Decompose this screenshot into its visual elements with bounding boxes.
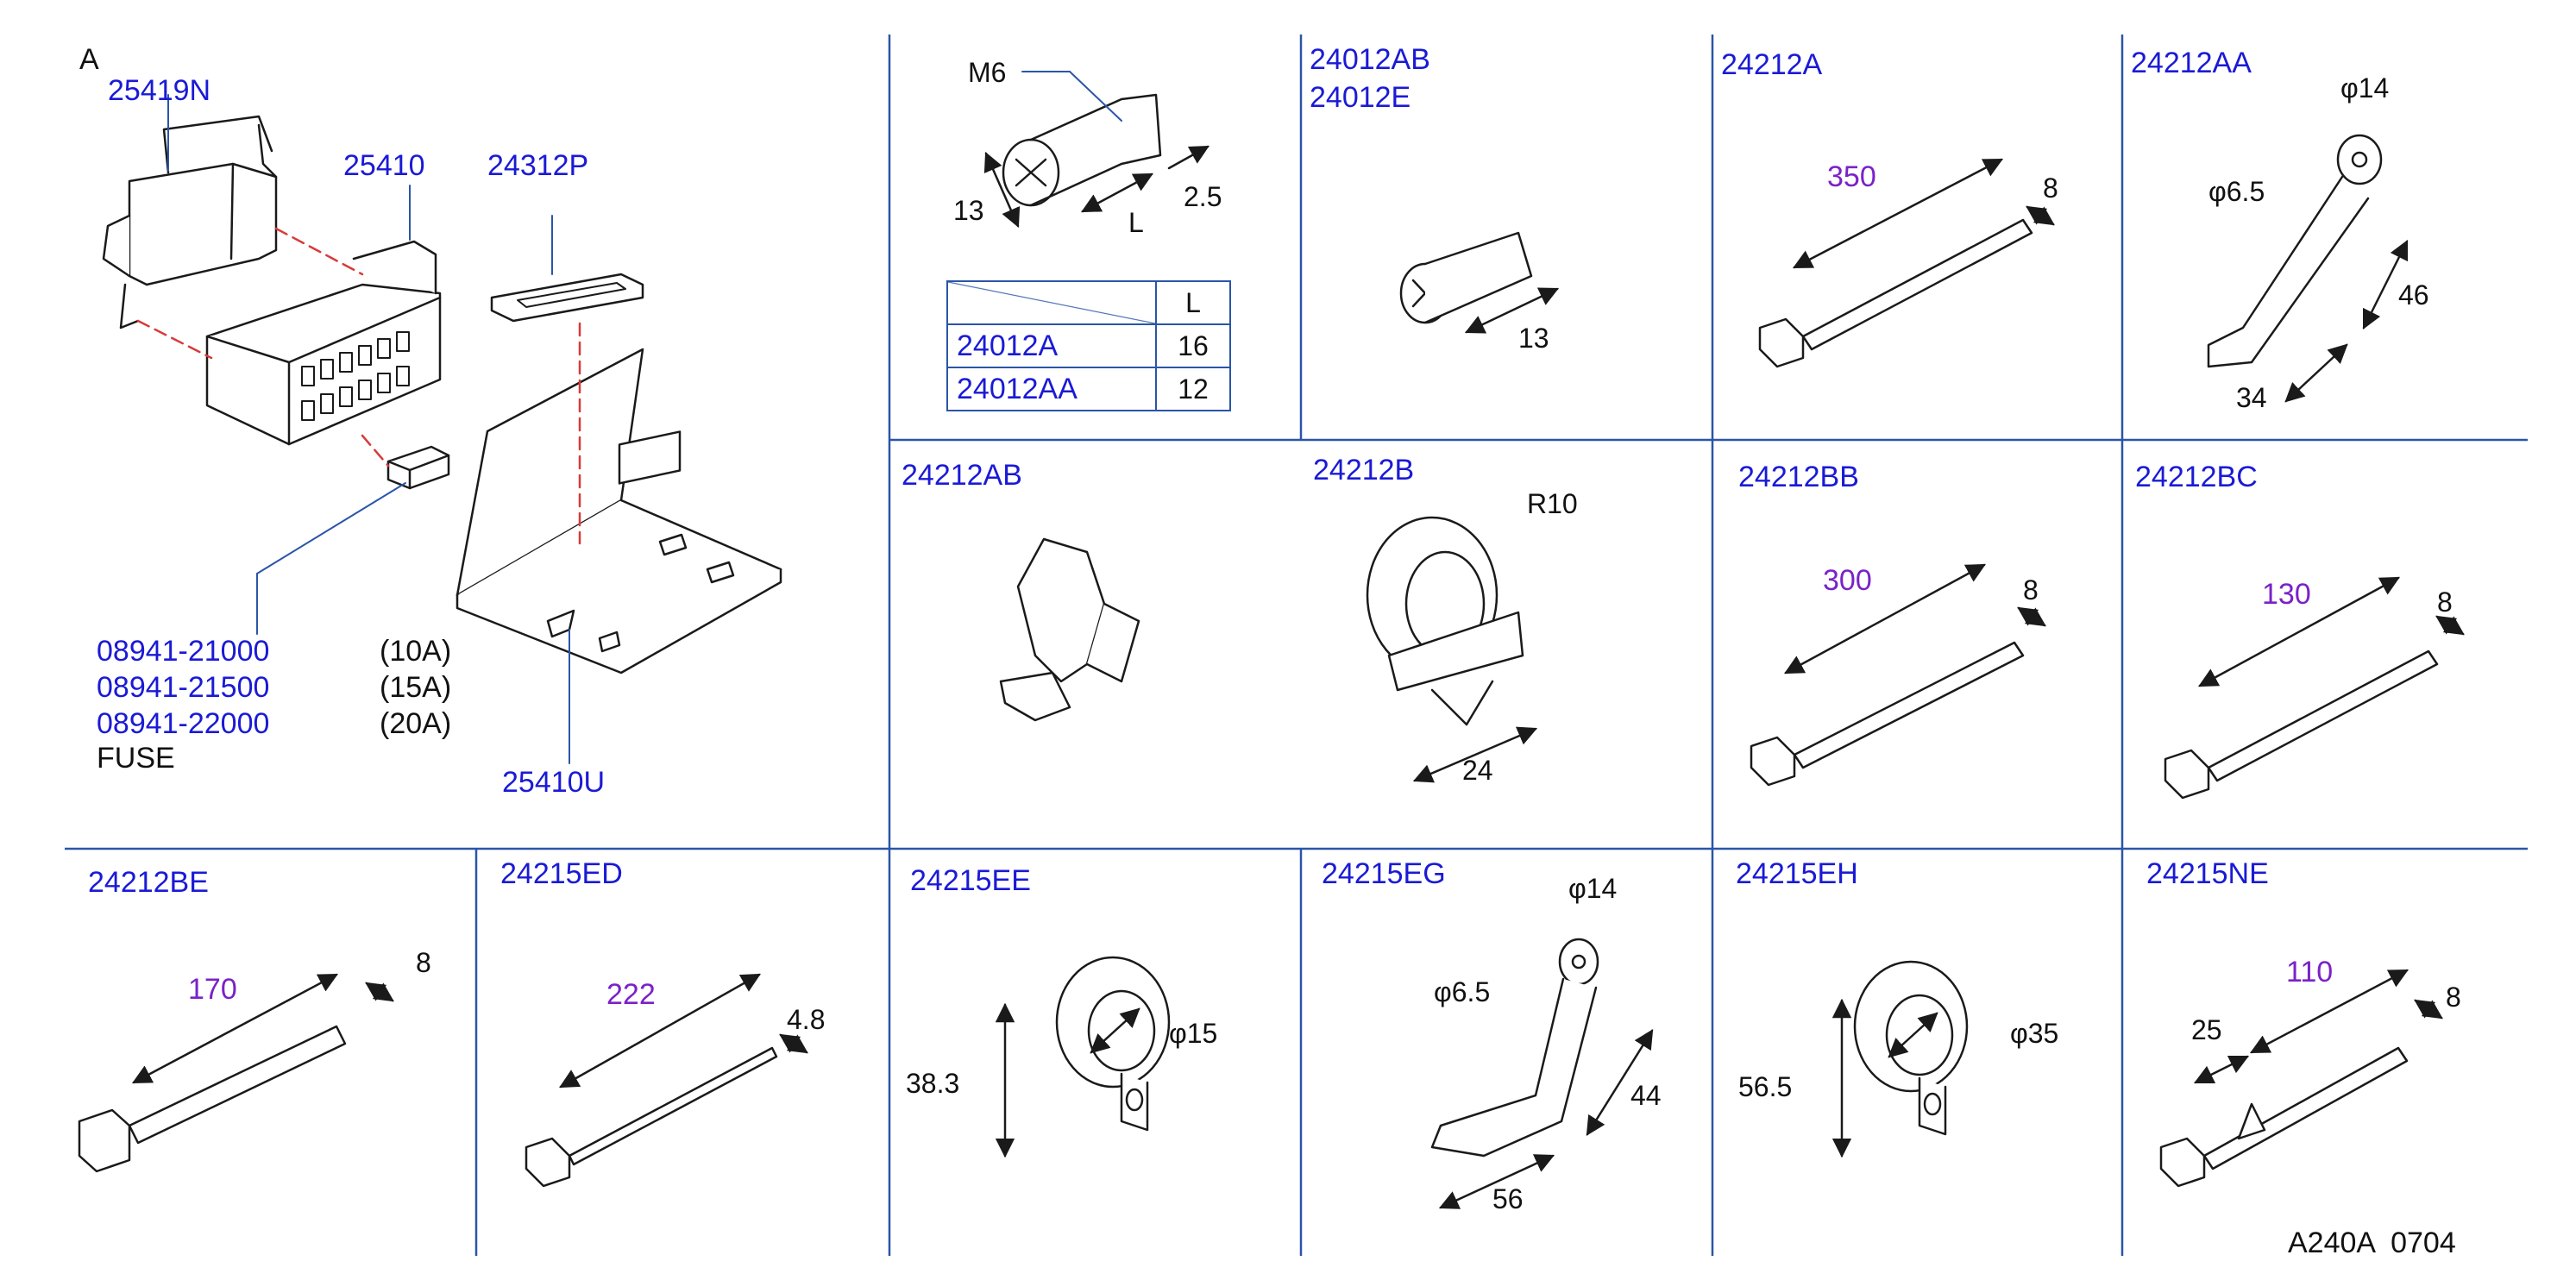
cable-tie-24215ne-drawing (2159, 1046, 2409, 1188)
cable-tie-24212bb-drawing (1750, 641, 2025, 787)
cable-tie-24215ed-drawing (525, 1046, 778, 1188)
fuse-block-25410-drawing (205, 240, 442, 446)
bracket-24215eg-drawing (1430, 938, 1599, 1158)
clip-24212b-drawing (1366, 516, 1524, 726)
bolt-24012ab-drawing (1399, 231, 1533, 324)
clamp-24215ee-drawing (1055, 956, 1171, 1132)
dashed-guides (136, 227, 581, 545)
bolt-m6-drawing (1002, 93, 1162, 207)
clip-24212ab-drawing (999, 537, 1140, 722)
cable-tie-24212a-drawing (1758, 218, 2033, 368)
board-drawing (456, 348, 782, 675)
bracket-24212aa-drawing (2207, 134, 2383, 368)
bolt-dimensions (983, 145, 1209, 229)
fuse-drawing (386, 445, 450, 490)
cover-25419n-drawing (102, 115, 278, 329)
clamp-24215eh-drawing (1853, 960, 1969, 1136)
panel-grid (65, 35, 2528, 1256)
grommet-24312p-drawing (490, 273, 644, 323)
cable-tie-24212bc-drawing (2164, 649, 2439, 800)
cable-tie-24212be-drawing (78, 1025, 347, 1173)
